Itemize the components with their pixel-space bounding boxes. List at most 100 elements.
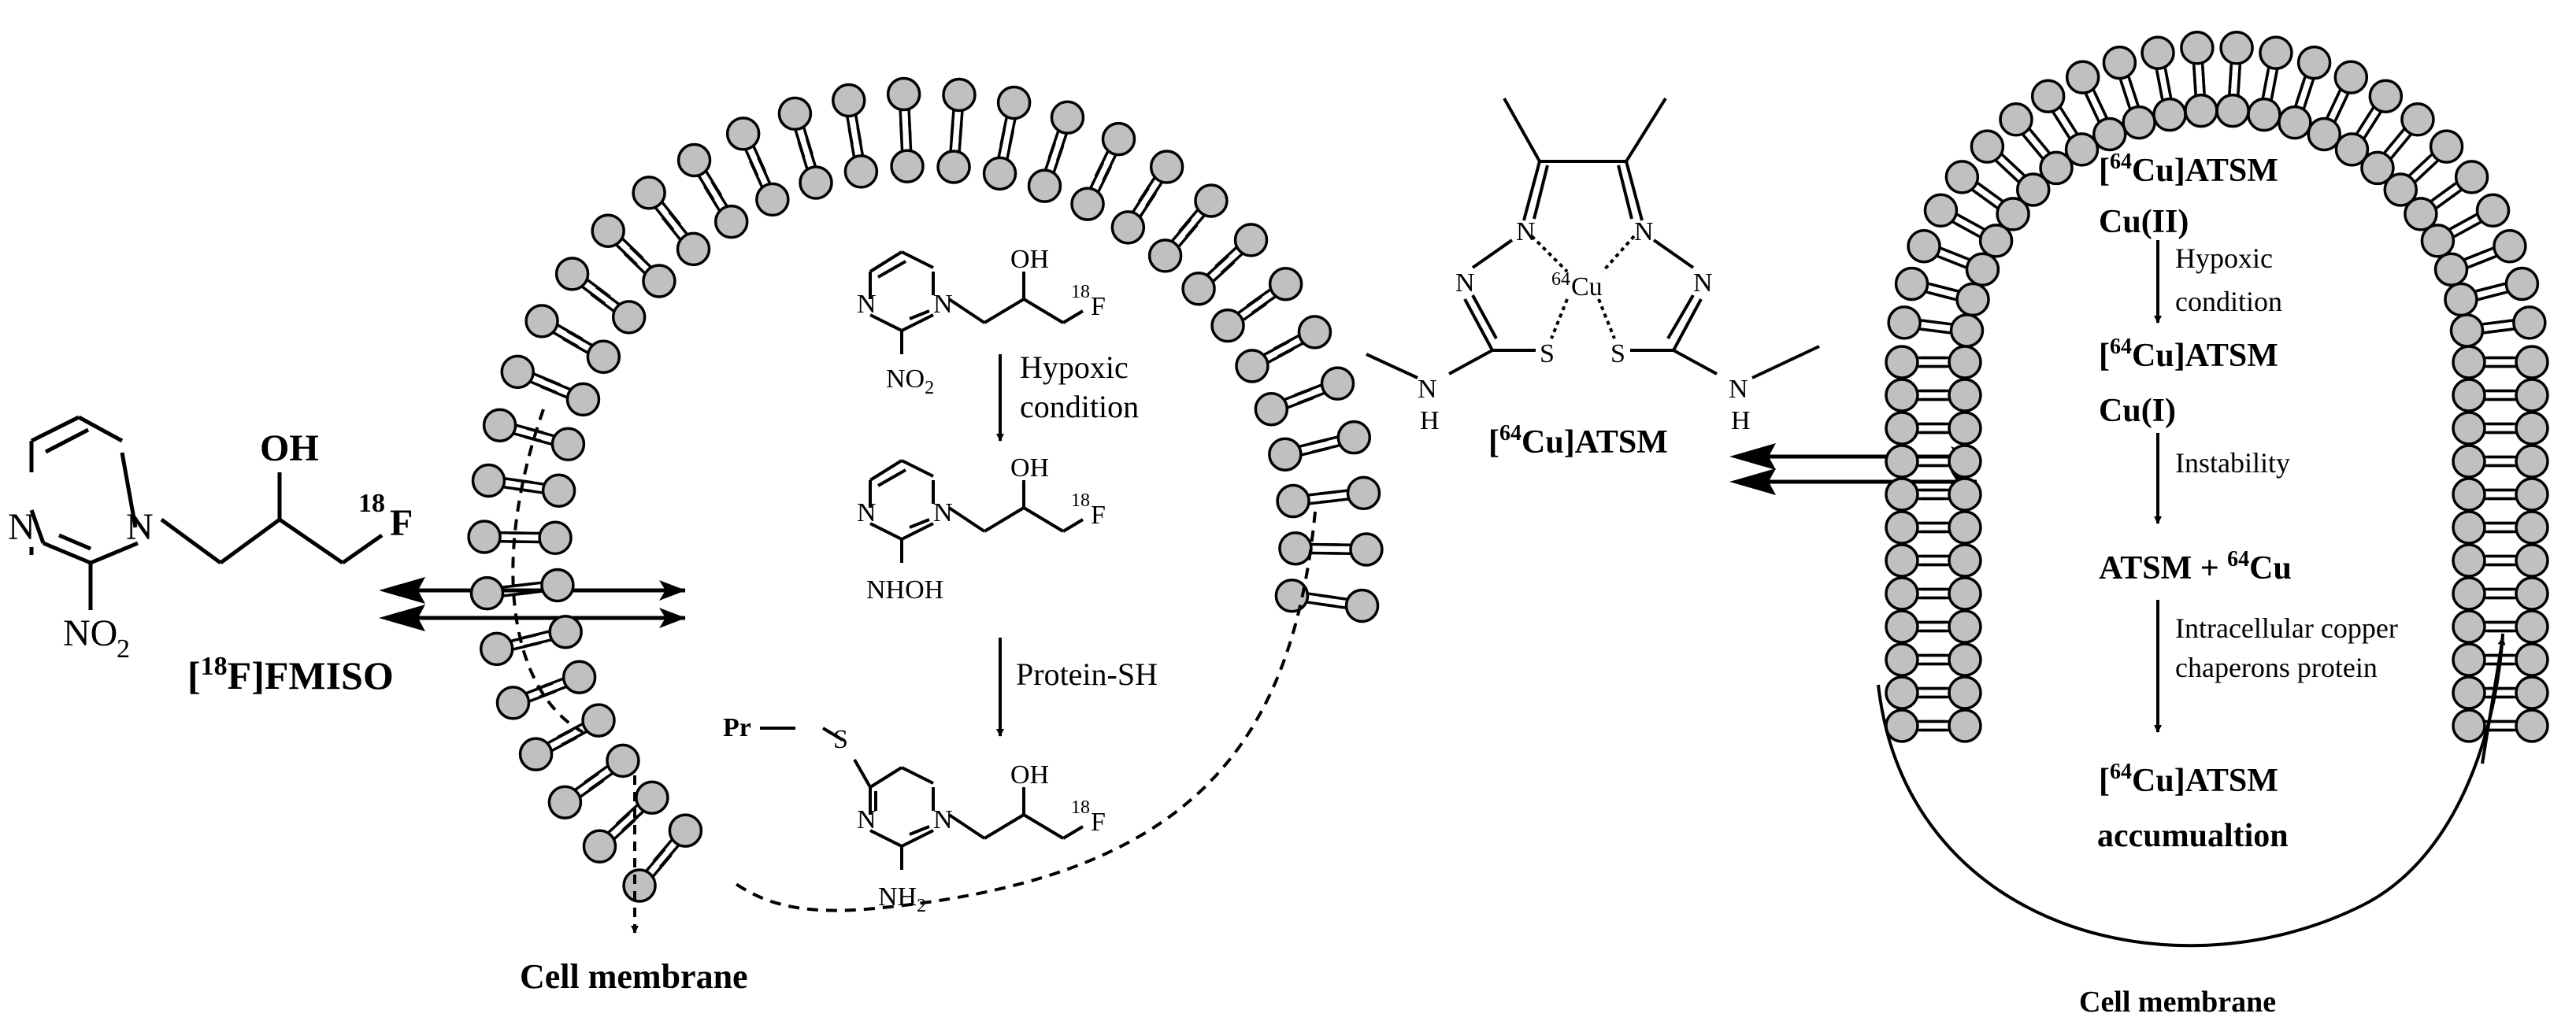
lipid-head <box>1949 313 1985 348</box>
lipid-head <box>1948 642 1982 677</box>
lipid-head <box>1149 150 1184 184</box>
lipid-head <box>2452 378 2486 412</box>
lipid-head <box>2278 105 2312 140</box>
lipid-head <box>2296 45 2332 80</box>
lipid-head <box>1320 366 1355 401</box>
lipid-head <box>1885 444 1919 479</box>
lipid-head <box>2454 160 2489 194</box>
fmiso-oh: OH <box>260 427 319 469</box>
lipid-head <box>582 829 617 864</box>
atsm-n2: N <box>1634 217 1654 246</box>
lipid-head <box>2515 642 2549 677</box>
lipid-head <box>1349 532 1384 567</box>
lipid-head <box>676 142 712 178</box>
lipid-head <box>2515 576 2549 611</box>
lipid-head <box>1336 420 1372 455</box>
lipid-head <box>2515 609 2549 644</box>
lipid-head <box>1210 308 1245 343</box>
lipid-head <box>936 150 971 184</box>
cell-membrane-label-left: Cell membrane <box>520 957 748 996</box>
lipid-head <box>611 300 647 335</box>
lipid-head <box>2444 282 2478 317</box>
lipid-head <box>2452 444 2486 479</box>
rp-atsm-3: [64Cu]ATSM <box>2099 760 2278 799</box>
lipid-head <box>1970 129 2005 164</box>
lipid-head <box>2247 97 2281 132</box>
fmiso-f: F <box>390 502 413 544</box>
cell-membrane-label-right: Cell membrane <box>2079 986 2276 1019</box>
lipid-head <box>2452 477 2486 512</box>
lipid-head <box>1101 121 1136 157</box>
lipid-head <box>2152 97 2187 132</box>
left-cell-membrane <box>467 76 1384 903</box>
lipid-head <box>890 149 925 183</box>
lipid-head <box>642 264 676 298</box>
rp-intracellular-1: Intracellular copper <box>2175 612 2398 644</box>
inner-bot-f: F <box>1091 808 1106 837</box>
lipid-head <box>843 154 879 189</box>
lipid-head <box>581 703 616 738</box>
lipid-head <box>2180 31 2215 65</box>
lipid-head <box>547 785 583 820</box>
lipid-head <box>1948 477 1982 512</box>
lipid-head <box>1110 210 1146 245</box>
fmiso-n-left: N <box>8 506 35 548</box>
lipid-head <box>982 156 1017 191</box>
atsm-n1: N <box>1516 217 1536 246</box>
lipid-head <box>1955 282 1990 317</box>
atsm-cu-iso: 64 <box>1551 269 1570 290</box>
rp-cu-ii: Cu(II) <box>2099 204 2189 240</box>
lipid-head <box>2122 105 2156 140</box>
lipid-head <box>1948 345 1982 379</box>
lipid-head <box>1885 378 1919 412</box>
lipid-head <box>538 520 573 556</box>
inner-mid-n1: N <box>857 498 877 527</box>
lipid-head <box>524 304 559 338</box>
lipid-head <box>1268 266 1303 301</box>
lipid-head <box>1948 444 1982 479</box>
lipid-head <box>2493 229 2527 264</box>
lipid-head <box>1923 193 1959 228</box>
lipid-head <box>1948 576 1982 611</box>
lipid-head <box>1978 224 2014 258</box>
lipid-head <box>1147 239 1183 273</box>
lipid-head <box>1948 510 1982 545</box>
lipid-head <box>2360 150 2395 186</box>
lipid-head <box>1233 223 1269 257</box>
left-transport-arrows <box>378 576 686 632</box>
fmiso-no: NO <box>63 612 117 654</box>
lipid-head <box>2452 576 2486 611</box>
rp-instability: Instability <box>2175 447 2290 479</box>
inner-top-n1: N <box>857 290 877 319</box>
lipid-head <box>606 743 640 779</box>
rp-hypoxic: Hypoxic <box>2175 242 2273 274</box>
lipid-head <box>1181 271 1216 306</box>
lipid-head <box>1907 229 1941 264</box>
lipid-head <box>755 182 790 217</box>
lipid-head <box>540 568 575 603</box>
lipid-head <box>2092 117 2127 152</box>
atsm-nh-left-n: N <box>1418 375 1437 404</box>
atsm-nh-left-h: H <box>1420 406 1440 435</box>
lipid-head <box>2184 93 2218 128</box>
lipid-head <box>632 176 666 210</box>
rp-intracellular-2: chaperons protein <box>2175 652 2378 683</box>
lipid-head <box>2102 45 2137 80</box>
left-membrane-dashed-closure <box>731 511 1317 912</box>
lipid-head <box>1894 266 1929 301</box>
fmiso-no-sub: 2 <box>117 634 130 664</box>
fmiso-molecule <box>29 415 384 610</box>
lipid-head <box>1948 543 1982 578</box>
lipid-head <box>1885 576 1919 611</box>
atsm-s2: S <box>1610 339 1625 368</box>
lipid-head <box>2452 609 2486 644</box>
lipid-head <box>1070 187 1105 221</box>
fmiso-n-right: N <box>126 506 154 548</box>
lipid-head <box>2452 675 2486 710</box>
lipid-head <box>635 780 669 816</box>
lipid-head <box>1996 197 2030 231</box>
lipid-head <box>1050 100 1085 135</box>
lipid-head <box>2515 345 2549 379</box>
lipid-head <box>518 737 554 771</box>
